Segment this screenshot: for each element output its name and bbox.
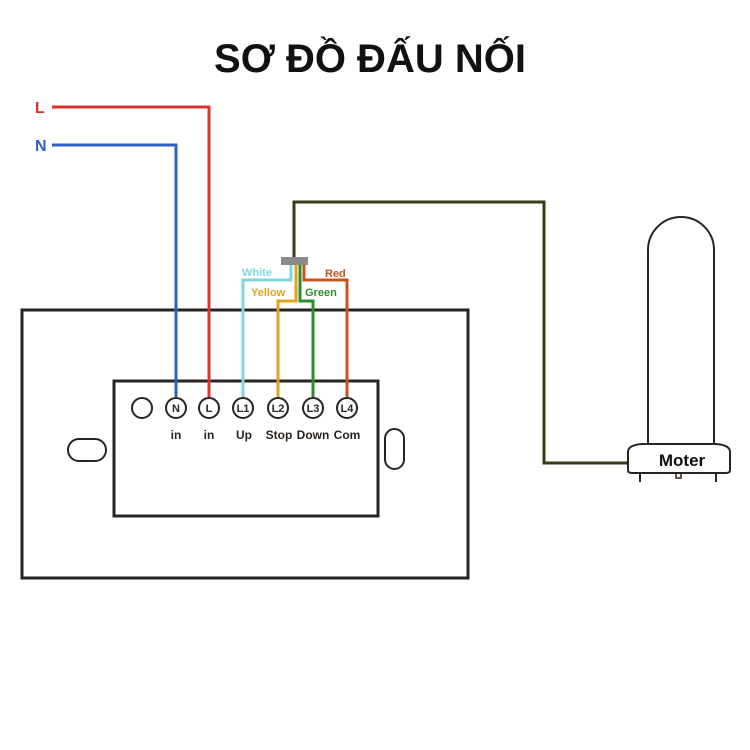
terminal-code: L3 [307, 403, 320, 415]
terminal-l4: L4 Com [334, 397, 361, 442]
yellow-wire [276, 265, 298, 397]
terminal-n: N in [165, 397, 187, 442]
mounting-slot-left [67, 438, 107, 462]
neutral-wire [52, 143, 178, 397]
terminal-0 [131, 397, 153, 419]
terminal-circle [302, 397, 324, 419]
switch-module [112, 379, 380, 518]
white-wire [241, 265, 293, 397]
yellow-wire-label: Yellow [251, 287, 286, 299]
terminal-circle [336, 397, 358, 419]
terminal-l2: L2 Stop [266, 397, 293, 442]
neutral-supply-label: N [35, 138, 47, 155]
terminal-code: L1 [237, 403, 250, 415]
terminal-code: L [206, 403, 213, 415]
diagram-title: SƠ ĐỒ ĐẤU NỐI [214, 35, 526, 81]
green-wire-label: Green [305, 287, 337, 299]
motor-cable [292, 200, 628, 465]
terminal-function: Up [236, 428, 252, 442]
motor-tube [647, 216, 715, 447]
terminal-code: L4 [341, 403, 355, 415]
terminal-l1: L1 Up [232, 397, 254, 442]
terminal-function: Stop [266, 428, 293, 442]
switch-plate [20, 308, 470, 580]
red-wire-label: Red [325, 268, 346, 280]
terminal-circle [165, 397, 187, 419]
motor-label: Moter [659, 451, 706, 470]
motor-pin [675, 472, 682, 479]
terminal-code: L2 [272, 403, 285, 415]
motor-head: Moter [627, 443, 731, 482]
green-wire [298, 265, 315, 397]
terminal-circle [267, 397, 289, 419]
terminal-circle [131, 397, 153, 419]
terminal-l3: L3 Down [297, 397, 330, 442]
terminal-function: in [204, 428, 215, 442]
terminal-code: N [172, 403, 180, 415]
terminal-function: Down [297, 428, 330, 442]
line-wire [52, 105, 211, 397]
terminal-circle [198, 397, 220, 419]
cable-connector [281, 257, 308, 265]
terminal-circle [232, 397, 254, 419]
terminal-l: L in [198, 397, 220, 442]
terminal-function: Com [334, 428, 361, 442]
terminal-function: in [171, 428, 182, 442]
line-supply-label: L [35, 100, 45, 117]
motor-head-body [627, 443, 731, 474]
white-wire-label: White [242, 267, 272, 279]
mounting-slot-right [384, 428, 405, 470]
red-wire [302, 265, 349, 397]
